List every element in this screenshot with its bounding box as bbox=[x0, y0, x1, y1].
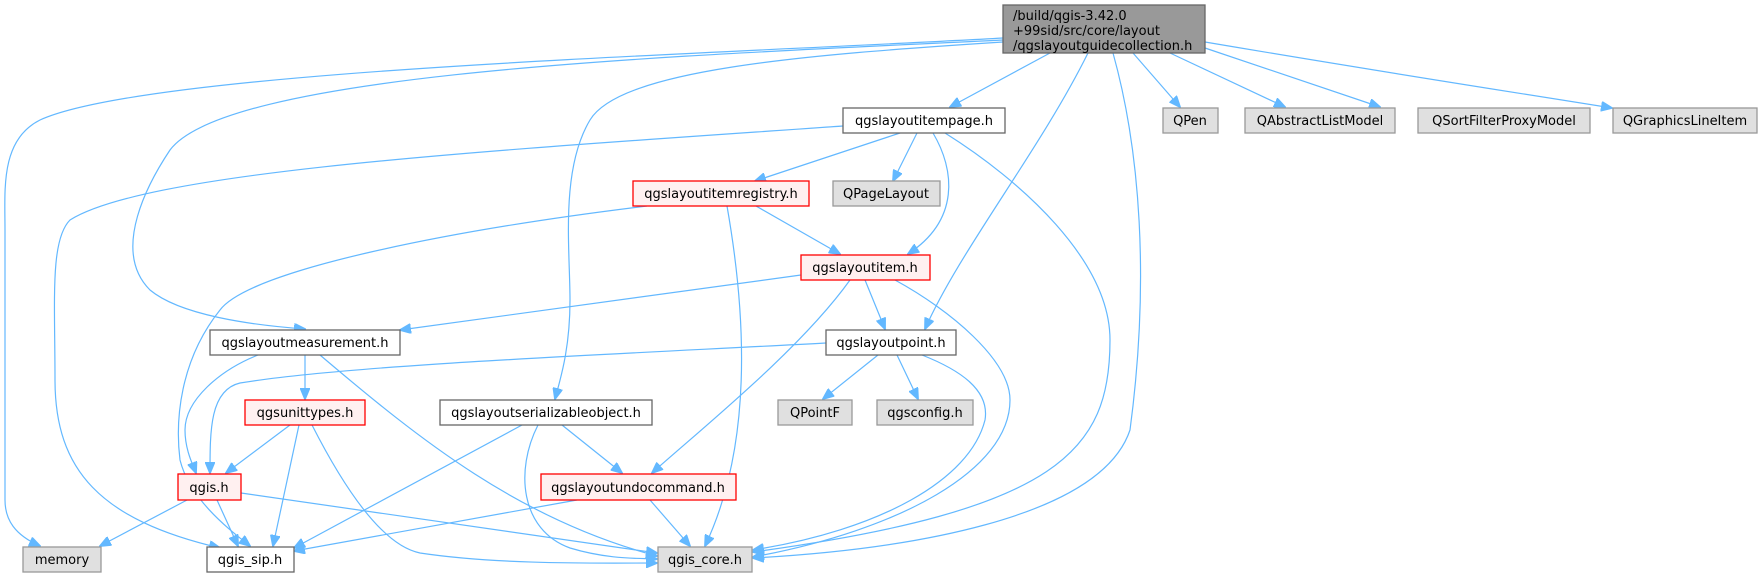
edge-measurement-to-qgis bbox=[184, 354, 259, 473]
edge-root-to-qabstractlistmodel bbox=[1169, 52, 1285, 107]
node-qpagelayout[interactable]: QPageLayout bbox=[832, 180, 941, 207]
node-label: qgslayoutundocommand.h bbox=[551, 481, 725, 496]
edge-measurement-to-qgiscore bbox=[319, 354, 657, 556]
edge-serializable-to-qgissip bbox=[294, 424, 523, 548]
edge-itempage-to-itemregistry bbox=[755, 132, 901, 181]
node-label: QPageLayout bbox=[843, 187, 929, 202]
node-label: QPen bbox=[1173, 114, 1207, 129]
edge-serializable-to-undocommand bbox=[561, 424, 622, 473]
node-qgslayoutitem[interactable]: qgslayoutitem.h bbox=[800, 254, 931, 281]
node-qgsconfig[interactable]: qgsconfig.h bbox=[876, 399, 974, 426]
edge-root-to-memory bbox=[4, 37, 1004, 546]
node-qgslayoutitemregistry[interactable]: qgslayoutitemregistry.h bbox=[632, 180, 810, 207]
edge-unittypes-to-qgis bbox=[226, 424, 291, 473]
root-line-3: /qgslayoutguidecollection.h bbox=[1013, 39, 1192, 54]
node-label: qgis_sip.h bbox=[218, 553, 282, 568]
node-qpointf[interactable]: QPointF bbox=[777, 399, 853, 426]
node-label: QAbstractListModel bbox=[1257, 114, 1384, 129]
root-line-2: +99sid/src/core/layout bbox=[1013, 24, 1160, 39]
edge-root-to-qgraphicslineitem bbox=[1204, 41, 1612, 108]
node-qgslayoutserializableobject[interactable]: qgslayoutserializableobject.h bbox=[439, 399, 653, 426]
edge-layoutitem-to-qgiscore bbox=[753, 279, 1011, 557]
edge-qgis-to-qgissip bbox=[216, 499, 238, 546]
root-line-1: /build/qgis-3.42.0 bbox=[1013, 9, 1127, 24]
edge-root-to-qpen bbox=[1132, 52, 1180, 107]
edge-layoutitem-to-point bbox=[864, 279, 885, 329]
node-label: memory bbox=[35, 553, 90, 568]
edge-serializable-to-qgiscore bbox=[524, 424, 657, 559]
edge-point-to-qgis bbox=[210, 342, 827, 473]
edge-itemregistry-to-layoutitem bbox=[755, 205, 840, 254]
edge-point-to-qgsconfig bbox=[896, 354, 918, 399]
node-label: qgslayoutitempage.h bbox=[855, 114, 993, 129]
edge-layoutitem-to-undocommand bbox=[652, 279, 851, 473]
node-root[interactable]: /build/qgis-3.42.0 +99sid/src/core/layou… bbox=[1002, 4, 1206, 54]
node-label: QPointF bbox=[790, 406, 840, 421]
node-qgsunittypes[interactable]: qgsunittypes.h bbox=[244, 399, 366, 426]
edge-unittypes-to-qgiscore bbox=[311, 424, 657, 563]
node-qgslayoutmeasurement[interactable]: qgslayoutmeasurement.h bbox=[209, 329, 401, 356]
edge-root-to-itempage bbox=[950, 52, 1051, 107]
node-qgslayoutundocommand[interactable]: qgslayoutundocommand.h bbox=[540, 473, 737, 501]
edge-root-to-point bbox=[925, 52, 1089, 329]
edge-itempage-to-layoutitem bbox=[908, 132, 950, 254]
node-label: qgsconfig.h bbox=[887, 406, 962, 421]
node-label: QGraphicsLineItem bbox=[1623, 114, 1747, 129]
edge-undocommand-to-qgissip bbox=[294, 499, 578, 551]
node-label: qgis_core.h bbox=[668, 553, 742, 568]
node-memory[interactable]: memory bbox=[22, 546, 102, 573]
node-qgslayoutitempage[interactable]: qgslayoutitempage.h bbox=[842, 107, 1006, 134]
node-label: qgslayoutserializableobject.h bbox=[451, 406, 641, 421]
node-qgis[interactable]: qgis.h bbox=[177, 473, 242, 501]
node-qsortfilterproxymodel[interactable]: QSortFilterProxyModel bbox=[1417, 107, 1591, 134]
node-label: qgslayoutitemregistry.h bbox=[644, 187, 798, 202]
node-qabstractlistmodel[interactable]: QAbstractListModel bbox=[1244, 107, 1396, 134]
node-qgis-sip[interactable]: qgis_sip.h bbox=[206, 546, 295, 573]
node-label: qgsunittypes.h bbox=[257, 406, 354, 421]
edge-itempage-to-qgissip bbox=[53, 125, 844, 548]
node-qgis-core[interactable]: qgis_core.h bbox=[657, 546, 753, 573]
edges bbox=[4, 37, 1612, 563]
node-label: qgslayoutitem.h bbox=[812, 261, 918, 276]
edge-root-to-measurement bbox=[132, 39, 1004, 329]
node-label: QSortFilterProxyModel bbox=[1432, 114, 1576, 129]
node-label: qgslayoutmeasurement.h bbox=[222, 336, 389, 351]
nodes: /build/qgis-3.42.0 +99sid/src/core/layou… bbox=[22, 4, 1758, 573]
node-label: qgis.h bbox=[189, 481, 228, 496]
edge-point-to-qgiscore bbox=[753, 354, 987, 550]
edge-root-to-qsortfilterproxymodel bbox=[1204, 47, 1380, 107]
edge-layoutitem-to-measurement bbox=[400, 274, 802, 330]
edge-undocommand-to-qgiscore bbox=[649, 499, 690, 546]
edge-point-to-qpointf bbox=[823, 354, 879, 399]
edge-itempage-to-qgiscore bbox=[753, 132, 1111, 552]
node-qpen[interactable]: QPen bbox=[1162, 107, 1219, 134]
edge-unittypes-to-qgissip bbox=[273, 424, 300, 546]
node-qgraphicslineitem[interactable]: QGraphicsLineItem bbox=[1612, 107, 1758, 134]
edge-root-to-qgiscore bbox=[753, 52, 1142, 558]
node-qgslayoutpoint[interactable]: qgslayoutpoint.h bbox=[825, 329, 957, 356]
edge-root-to-serializable bbox=[555, 41, 1004, 399]
edge-qgis-to-memory bbox=[100, 499, 188, 546]
node-label: qgslayoutpoint.h bbox=[836, 336, 945, 351]
edge-itempage-to-qpagelayout bbox=[893, 132, 918, 181]
